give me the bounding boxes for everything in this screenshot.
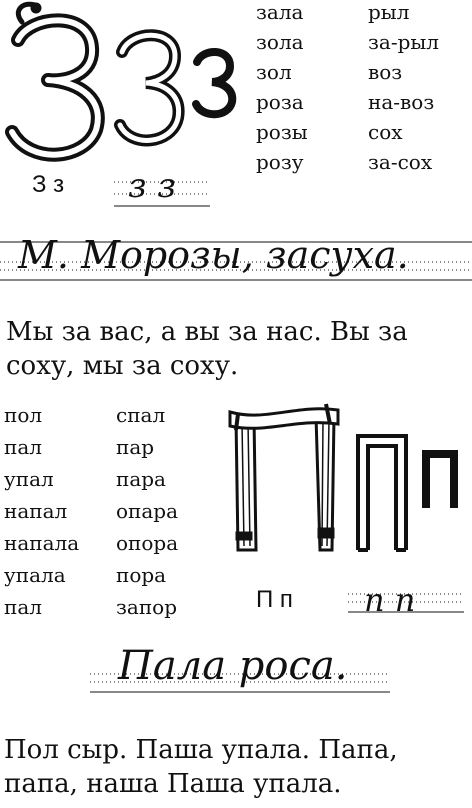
- script-line-1-guidelines: [0, 241, 472, 281]
- small-z-icon: [192, 48, 237, 119]
- word: пал: [4, 435, 42, 459]
- z-words-column-2: рыл за-рыл воз на-воз сох за-сох: [368, 0, 439, 177]
- letter-z-illustration: [5, 1, 237, 162]
- letter-p-illustration: [228, 403, 458, 552]
- word: упала: [4, 563, 66, 587]
- word: пора: [116, 563, 167, 587]
- word: розу: [256, 150, 304, 174]
- word: зала: [256, 0, 304, 24]
- script-p-letters: п п: [364, 581, 416, 619]
- gate-p-icon: [228, 403, 340, 552]
- small-p-icon: [422, 450, 458, 508]
- script-line-2: Пала роса.: [118, 643, 348, 689]
- word: напала: [4, 531, 80, 555]
- sentence-1: Мы за вас, а вы за нас. Вы за соху, мы з…: [6, 317, 408, 381]
- word: запор: [116, 595, 178, 619]
- snake-z-icon: [5, 1, 105, 162]
- script-line-2-guidelines: [90, 673, 390, 693]
- script-p-guidelines: [348, 593, 464, 613]
- word: зола: [256, 30, 304, 54]
- word: роза: [256, 90, 304, 114]
- word: рыл: [368, 0, 410, 24]
- script-z-guidelines: [114, 181, 210, 207]
- word: розы: [256, 120, 308, 144]
- word: за-сох: [368, 150, 433, 174]
- word: пар: [116, 435, 155, 459]
- word: спал: [116, 403, 166, 427]
- word: упал: [4, 467, 54, 491]
- z-words-column-1: зала зола зол роза розы розу: [256, 0, 308, 177]
- printed-p-letters: П п: [256, 586, 293, 613]
- word: на-воз: [368, 90, 435, 114]
- outline-z-icon: [114, 29, 185, 147]
- word: пара: [116, 467, 166, 491]
- word: пол: [4, 403, 43, 427]
- word: напал: [4, 499, 68, 523]
- printed-z-letters: З з: [32, 171, 65, 198]
- word: за-рыл: [368, 30, 440, 54]
- p-words-column-2: спал пар пара опара опора пора запор: [116, 399, 178, 623]
- word: опора: [116, 531, 179, 555]
- script-line-1: М. Морозы, засуха.: [18, 233, 409, 277]
- outline-p-icon: [356, 434, 408, 552]
- sentence-2: Пол сыр. Паша упала. Папа, папа, наша Па…: [4, 735, 398, 799]
- word: зол: [256, 60, 292, 84]
- word: сох: [368, 120, 403, 144]
- word: пал: [4, 595, 42, 619]
- p-words-column-1: пол пал упал напал напала упала пал: [4, 399, 79, 623]
- script-z-letters: з з: [128, 166, 176, 206]
- word: воз: [368, 60, 403, 84]
- word: опара: [116, 499, 179, 523]
